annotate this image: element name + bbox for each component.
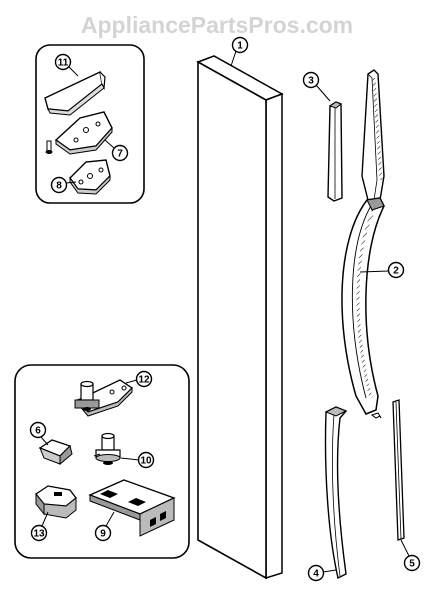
callout-9: 9 [94,511,115,542]
part-9-mounting-plate[interactable] [88,479,176,537]
part-3-breaker-strip[interactable] [327,101,343,202]
callout-7: 7 [104,139,129,162]
callout-3-label: 3 [308,76,314,87]
callout-4: 4 [307,564,337,582]
callout-2-label: 2 [393,266,399,277]
part-11-hinge-cover[interactable] [44,70,106,116]
callout-1: 1 [230,36,249,67]
watermark-text: AppliancePartsPros.com [81,12,353,38]
callout-11-label: 11 [58,58,69,69]
callout-3: 3 [302,71,331,102]
part-7-hinge-plate[interactable] [45,111,113,155]
callout-9-label: 9 [100,529,106,540]
door-gasket-strip[interactable] [361,69,385,419]
part-2-door-handle[interactable] [341,197,385,415]
callout-7-label: 7 [117,149,123,160]
part-8-hinge-shim[interactable] [69,159,111,195]
part-5-trim-strip[interactable] [392,399,405,541]
part-4-breaker-strip-lower[interactable] [324,406,348,580]
callout-13-label: 13 [33,529,45,540]
part-13-bracket-clip[interactable] [35,485,77,519]
callout-10-label: 10 [140,456,152,467]
part-12-hinge-bracket[interactable] [74,379,134,417]
callout-4-label: 4 [313,569,319,580]
callout-10: 10 [120,451,155,469]
callout-12-label: 12 [138,375,150,386]
callout-12: 12 [125,370,153,388]
part-1-freezer-door[interactable] [196,55,284,580]
callout-8-label: 8 [56,181,62,192]
part-10-hinge-pin[interactable] [93,432,121,466]
hinge-inset-bottom: 12 6 10 [14,364,190,559]
callout-13: 13 [30,511,49,542]
hinge-inset-top: 11 7 8 [35,44,145,204]
callout-6: 6 [29,421,49,446]
callout-6-label: 6 [35,426,41,437]
callout-11: 11 [54,53,79,77]
callout-5-label: 5 [409,559,415,570]
callout-5: 5 [400,539,421,572]
callout-1-label: 1 [237,41,243,52]
callout-8: 8 [50,176,77,194]
callout-2: 2 [359,261,405,279]
part-6-stop-bracket[interactable] [38,439,73,466]
